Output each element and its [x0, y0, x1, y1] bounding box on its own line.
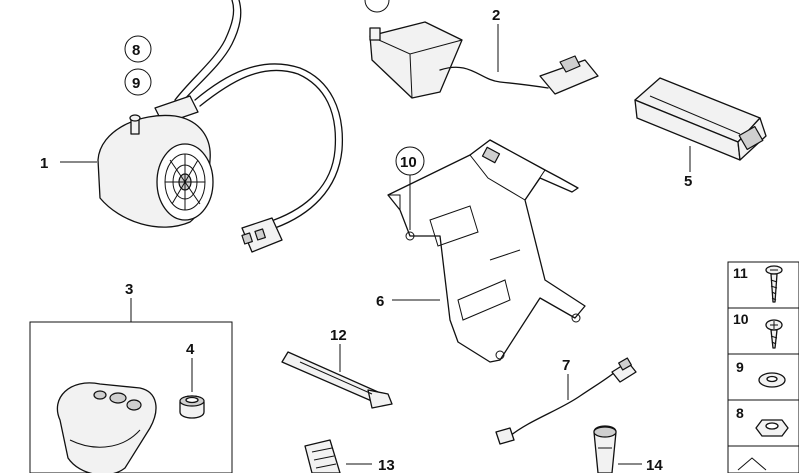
hardware-sidebar: 11 10 9 8	[727, 261, 799, 473]
callout-7: 7	[562, 357, 570, 374]
sidebar-label-9: 9	[736, 359, 744, 375]
callout-4: 4	[186, 341, 195, 358]
nut-icon	[755, 419, 789, 437]
svg-text:8: 8	[132, 42, 140, 59]
control-module-icon	[364, 0, 599, 99]
callout-6: 6	[376, 293, 384, 310]
sidebar-label-10: 10	[733, 311, 749, 327]
sidebar-label-8: 8	[736, 405, 744, 421]
callout-1: 1	[40, 155, 48, 172]
washer-icon	[758, 372, 786, 388]
callout-2: 2	[492, 7, 500, 24]
remote-key-icon	[56, 382, 157, 473]
callout-13: 13	[378, 457, 395, 473]
cable-tie-icon	[281, 351, 393, 409]
callout-8-circle: 8	[124, 35, 152, 63]
svg-text:9: 9	[132, 75, 140, 92]
sensor-unit-icon	[634, 77, 767, 161]
callout-3: 3	[125, 281, 133, 298]
callout-5: 5	[684, 173, 692, 190]
callout-9-circle: 9	[124, 68, 152, 96]
grommet-icon	[179, 395, 205, 419]
clip-icon	[304, 439, 341, 473]
alarm-siren-icon	[97, 0, 344, 253]
cable-icon	[495, 357, 637, 445]
plug-icon	[593, 425, 617, 473]
screw-long-icon	[765, 265, 783, 303]
callout-10-circle: 10	[395, 146, 425, 230]
screw-short-icon	[765, 319, 783, 349]
svg-text:10: 10	[400, 154, 417, 171]
bracket-icon	[387, 139, 586, 363]
callout-12: 12	[330, 327, 347, 344]
sidebar-label-11: 11	[733, 265, 748, 281]
callout-14: 14	[646, 457, 663, 473]
